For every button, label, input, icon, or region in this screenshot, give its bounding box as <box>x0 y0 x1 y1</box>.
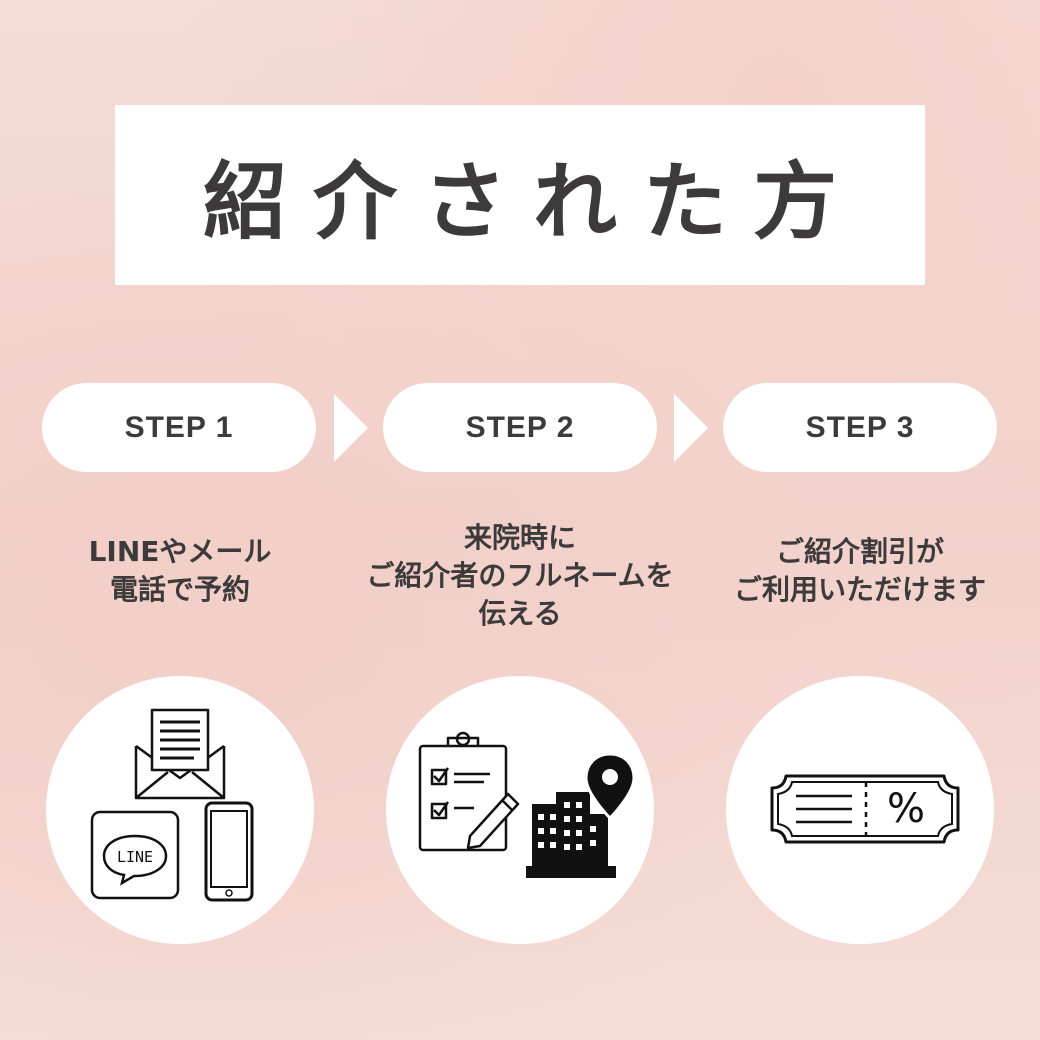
step-1-line-2: 電話で予約 <box>109 573 250 606</box>
step-2-line-2: ご紹介者のフルネームを <box>366 559 674 592</box>
step-1-pill: STEP 1 <box>42 383 316 472</box>
step-1-icon-circle: LINE <box>46 676 314 944</box>
discount-coupon-icon: % <box>770 774 960 844</box>
step-2-icon-circle <box>386 676 654 944</box>
step-1-line-1: LINEやメール <box>88 535 272 568</box>
step-3-line-2: ご利用いただけます <box>733 573 986 606</box>
title-banner: 紹介された方 <box>115 105 925 285</box>
step-2-pill: STEP 2 <box>383 383 657 472</box>
step-2-line-3: 伝える <box>478 597 562 630</box>
line-badge-text: LINE <box>117 848 153 866</box>
step-3-line-1: ご紹介割引が <box>775 535 944 568</box>
chevron-right-icon <box>334 394 368 462</box>
step-3-description: ご紹介割引が ご利用いただけます <box>690 533 1030 609</box>
percent-symbol: % <box>887 786 925 832</box>
step-1-description: LINEやメール 電話で予約 <box>10 533 350 609</box>
step-2-line-1: 来院時に <box>463 521 576 554</box>
step-2-description: 来院時に ご紹介者のフルネームを 伝える <box>350 519 690 633</box>
contact-methods-icon: LINE <box>90 708 254 902</box>
chevron-right-icon <box>674 394 708 462</box>
step-3-pill: STEP 3 <box>723 383 997 472</box>
page-title: 紹介された方 <box>202 152 863 251</box>
checklist-clinic-icon <box>418 731 636 878</box>
step-3-icon-circle: % <box>726 676 994 944</box>
